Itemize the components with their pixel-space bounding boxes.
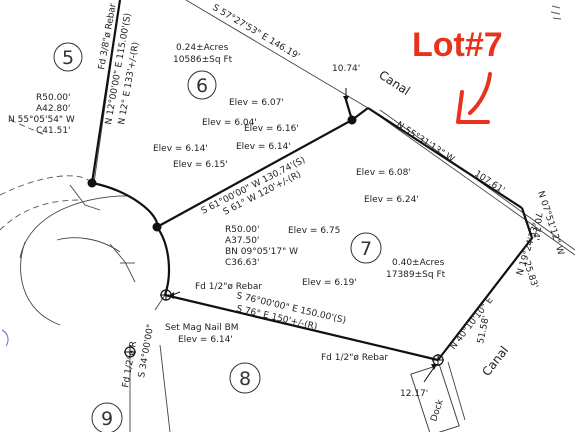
lot-9-marker: 9 — [91, 402, 123, 432]
lot-7-marker: 7 — [350, 232, 382, 264]
lot-6-acres: 0.24±Acres — [176, 43, 229, 53]
elevation-label: Elev = 6.16' — [244, 124, 299, 134]
dashed-lines — [0, 119, 93, 231]
mag-nail-label: Set Mag Nail BM — [165, 323, 239, 333]
ne-mid-length: 70.74' — [530, 212, 543, 241]
elevation-label: Elev = 6.08' — [356, 168, 411, 178]
callout-arrow — [456, 72, 492, 124]
lot9-rebar-label: Fd 1/2"ø R — [121, 340, 139, 388]
dim-bottom: 12.17' — [400, 389, 428, 399]
lot-7-sqft: 17389±Sq Ft — [386, 270, 446, 280]
lot-6-number: 6 — [196, 75, 208, 97]
elevation-label: Elev = 6.24' — [364, 195, 419, 205]
corner-point — [152, 222, 162, 232]
rebar-west-label: Fd 1/2"ø Rebar — [195, 282, 262, 292]
lot-7-acres: 0.40±Acres — [392, 258, 445, 268]
elevation-label: Elev = 6.15' — [173, 160, 228, 170]
corner-point — [347, 115, 357, 125]
elevation-label: Elev = 6.04' — [202, 118, 257, 128]
lot-5-number: 5 — [62, 47, 74, 69]
edge-glyph — [550, 5, 562, 20]
rebar-east-label: Fd 1/2"ø Rebar — [321, 353, 388, 363]
east-line-length: 107.61' — [472, 169, 506, 196]
lot-5-marker: 5 — [53, 42, 83, 72]
lot-6-sqft: 10586±Sq Ft — [173, 55, 233, 65]
rebar-lot9-symbol — [124, 346, 136, 358]
edge-mark — [1, 329, 9, 347]
lot-6-marker: 6 — [187, 70, 217, 100]
dock-label: Dock — [429, 398, 446, 423]
elevation-label: Elev = 6.14' — [236, 142, 291, 152]
mag-nail-elevation: Elev = 6.14' — [178, 335, 233, 345]
curve-arc: A37.50' — [225, 236, 259, 246]
rebar-east-symbol — [432, 354, 444, 366]
lot9-line-bearing: S 34°00'00" — [137, 324, 156, 379]
curve-top-arc: A42.80' — [36, 104, 70, 114]
curve-top-radius: R50.00' — [36, 93, 71, 103]
east-line-bearing: N 55°31'13" W — [394, 120, 456, 165]
curve-radius: R50.00' — [225, 225, 260, 235]
elevation-label: Elev = 6.07' — [229, 98, 284, 108]
elevation-label: Elev = 6.19' — [302, 278, 357, 288]
elevation-label: Elev = 6.14' — [153, 144, 208, 154]
callout-title: Lot#7 — [412, 26, 503, 64]
curve-top-chord: C41.51' — [36, 126, 71, 136]
lot-9-number: 9 — [101, 408, 113, 430]
corner-point — [87, 178, 97, 188]
lot-8-marker: 8 — [229, 362, 261, 394]
spot-elevations: Elev = 6.07' Elev = 6.04' Elev = 6.16' E… — [153, 98, 419, 288]
curve-top-bearing: N 55°05'54" W — [8, 115, 75, 125]
curve-bearing: BN 09°05'17" W — [225, 247, 298, 257]
dimension-arrows — [168, 88, 437, 383]
elevation-label: Elev = 6.75 — [288, 226, 340, 236]
canal-label-bottom: Canal — [479, 343, 511, 378]
curve-chord: C36.63' — [225, 258, 260, 268]
corner-points — [87, 115, 444, 366]
top-line-bearing: S 57°27'53" E 146.19' — [210, 3, 301, 62]
lot-8-number: 8 — [239, 368, 251, 390]
lot-7-number: 7 — [360, 238, 372, 260]
canal-label-top: Canal — [376, 68, 412, 98]
dim-top: 10.74' — [332, 64, 360, 74]
